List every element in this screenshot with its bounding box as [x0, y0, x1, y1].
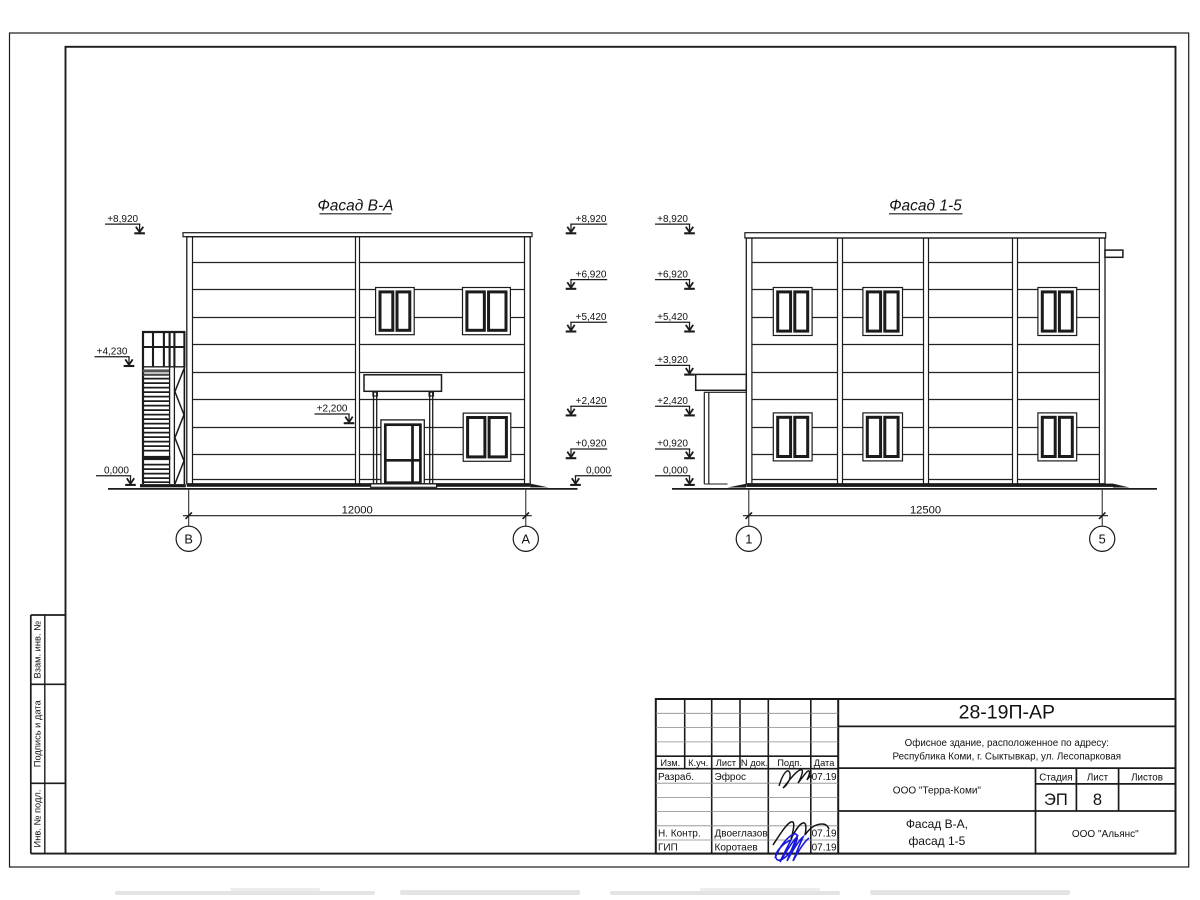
svg-text:+0,920: +0,920	[576, 439, 607, 450]
svg-text:12500: 12500	[910, 504, 941, 516]
svg-text:Разраб.: Разраб.	[658, 771, 694, 783]
svg-text:Фасад В-А,: Фасад В-А,	[906, 817, 968, 831]
svg-text:12000: 12000	[342, 504, 373, 516]
svg-text:07.19: 07.19	[812, 772, 837, 783]
svg-text:В: В	[184, 532, 193, 547]
svg-text:28-19П-АР: 28-19П-АР	[959, 702, 1055, 724]
svg-text:ООО "Альянс": ООО "Альянс"	[1072, 829, 1139, 840]
svg-text:А: А	[522, 532, 531, 547]
svg-text:ЭП: ЭП	[1044, 791, 1068, 809]
svg-text:Двоеглазов: Двоеглазов	[715, 828, 768, 839]
svg-text:Коротаев: Коротаев	[715, 842, 758, 853]
svg-text:Лист: Лист	[1087, 773, 1109, 784]
svg-text:+2,420: +2,420	[657, 396, 688, 407]
svg-text:Подпись и дата: Подпись и дата	[33, 700, 43, 768]
svg-text:фасад 1-5: фасад 1-5	[908, 834, 965, 848]
svg-text:+6,920: +6,920	[657, 269, 688, 280]
svg-text:8: 8	[1093, 791, 1102, 809]
svg-text:Фасад В-А: Фасад В-А	[317, 198, 393, 215]
svg-text:Листов: Листов	[1131, 773, 1163, 784]
svg-text:+3,920: +3,920	[657, 355, 688, 366]
svg-text:Н. Контр.: Н. Контр.	[658, 828, 701, 839]
svg-text:+8,920: +8,920	[576, 214, 607, 225]
svg-text:ГИП: ГИП	[658, 842, 678, 853]
svg-text:+5,420: +5,420	[657, 312, 688, 323]
svg-text:1: 1	[745, 532, 752, 547]
svg-text:+6,920: +6,920	[576, 269, 607, 280]
svg-text:Взам. инв. №: Взам. инв. №	[33, 621, 43, 679]
svg-text:Республика Коми, г. Сыктывкар,: Республика Коми, г. Сыктывкар, ул. Лесоп…	[893, 751, 1122, 762]
svg-text:5: 5	[1099, 532, 1106, 547]
svg-text:Инв. № подл.: Инв. № подл.	[33, 790, 43, 848]
svg-text:+8,920: +8,920	[107, 214, 138, 225]
svg-text:+8,920: +8,920	[657, 214, 688, 225]
svg-text:07.19: 07.19	[812, 828, 837, 839]
svg-text:Изм.: Изм.	[660, 758, 680, 768]
svg-text:07.19: 07.19	[812, 842, 837, 853]
svg-text:+0,920: +0,920	[657, 439, 688, 450]
svg-text:Фасад 1-5: Фасад 1-5	[889, 198, 962, 215]
svg-text:Подп.: Подп.	[777, 758, 802, 768]
svg-text:0,000: 0,000	[586, 465, 611, 476]
svg-text:ООО "Терра-Коми": ООО "Терра-Коми"	[893, 785, 982, 796]
svg-text:Эфрос: Эфрос	[715, 771, 747, 783]
svg-text:0,000: 0,000	[663, 465, 688, 476]
svg-text:Офисное здание, расположенное: Офисное здание, расположенное по адресу:	[905, 738, 1109, 749]
svg-text:Дата: Дата	[814, 758, 835, 768]
svg-text:N док.: N док.	[741, 758, 768, 768]
svg-text:0,000: 0,000	[104, 465, 129, 476]
svg-text:К.уч.: К.уч.	[688, 758, 708, 768]
svg-text:+2,420: +2,420	[576, 396, 607, 407]
svg-text:+4,230: +4,230	[97, 347, 128, 358]
svg-text:+5,420: +5,420	[576, 312, 607, 323]
svg-text:+2,200: +2,200	[317, 404, 348, 415]
svg-text:Лист: Лист	[716, 758, 737, 768]
svg-text:Стадия: Стадия	[1039, 773, 1072, 784]
